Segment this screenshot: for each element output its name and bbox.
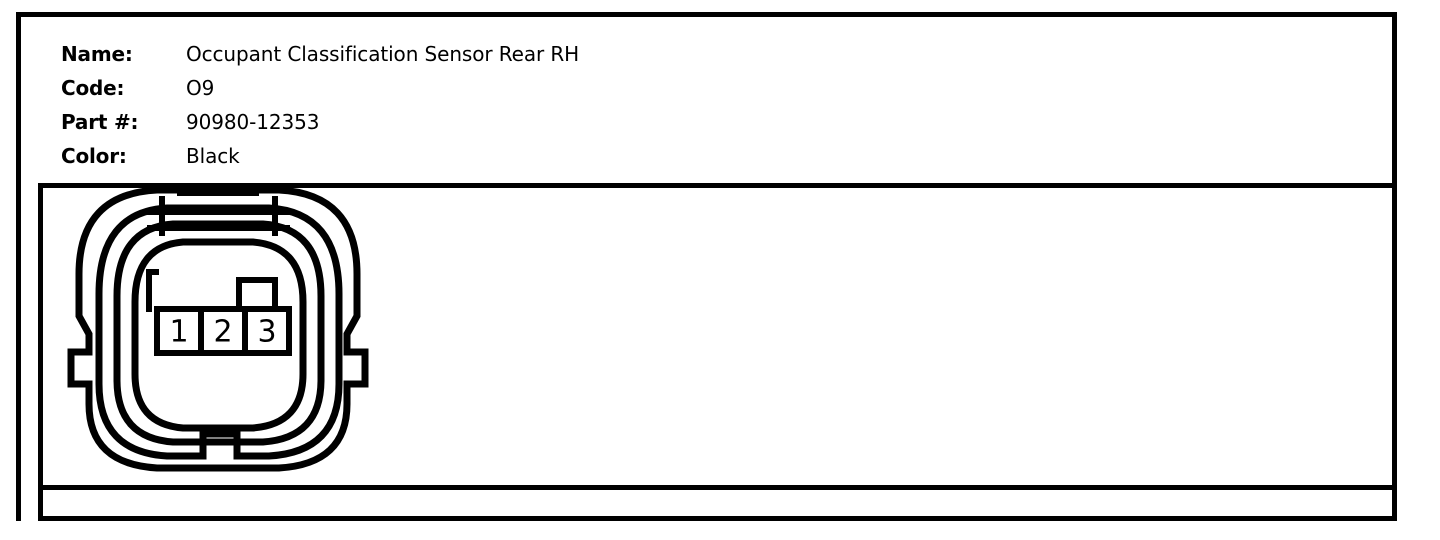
connector-polarizing-key-left — [146, 269, 159, 312]
connector-terminal-cavity — [131, 238, 307, 432]
spec-row-color: Color: Black — [61, 144, 1261, 178]
pin-3-box[interactable] — [242, 306, 292, 356]
connector-image-panel: 1 2 3 — [38, 183, 1397, 485]
connector-top-rib-separators — [159, 196, 278, 236]
pin-3-label: 3 — [257, 315, 276, 350]
connector-bottom-notch — [199, 434, 241, 456]
specification-block: Name: Occupant Classification Sensor Rea… — [61, 42, 1261, 178]
connector-face-svg: 1 2 3 — [67, 186, 369, 472]
connector-pin-group: 1 2 3 — [154, 306, 292, 356]
connector-pin-3[interactable]: 3 — [242, 306, 292, 356]
pin-1-box[interactable] — [154, 306, 204, 356]
pin-1-label: 1 — [169, 315, 188, 350]
spec-label-color: Color: — [61, 144, 127, 168]
connector-top-ribs — [147, 190, 290, 231]
spec-label-code: Code: — [61, 76, 125, 100]
spec-row-code: Code: O9 — [61, 76, 1261, 110]
connector-right-latch-tab — [343, 334, 365, 356]
connector-pin-1[interactable]: 1 — [154, 306, 204, 356]
footer-strip — [38, 485, 1397, 521]
spec-value-code: O9 — [186, 76, 215, 100]
datasheet-frame: Name: Occupant Classification Sensor Rea… — [16, 12, 1397, 521]
pin-2-label: 2 — [213, 315, 232, 350]
spec-value-part-number: 90980-12353 — [186, 110, 320, 134]
spec-label-name: Name: — [61, 42, 133, 66]
connector-drawing: 1 2 3 — [47, 184, 397, 484]
pin-2-box[interactable] — [198, 306, 248, 356]
spec-value-name: Occupant Classification Sensor Rear RH — [186, 42, 580, 66]
connector-left-latch-tab — [71, 334, 93, 356]
spec-value-color: Black — [186, 144, 240, 168]
connector-seal-ring-outer — [95, 204, 343, 460]
connector-pin-2[interactable]: 2 — [198, 306, 248, 356]
spec-label-part-number: Part #: — [61, 110, 139, 134]
spec-row-part-number: Part #: 90980-12353 — [61, 110, 1261, 144]
spec-row-name: Name: Occupant Classification Sensor Rea… — [61, 42, 1261, 76]
